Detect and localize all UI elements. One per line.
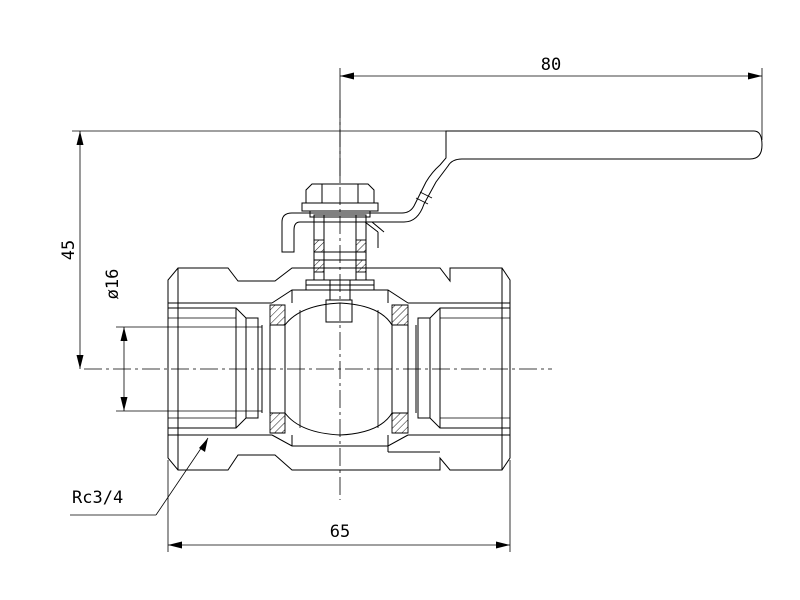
right-seat-bottom [391, 412, 409, 434]
dim-height: 45 [59, 240, 79, 260]
valve-body [167, 267, 511, 471]
packing-right-1 [355, 239, 367, 253]
packing-left-2 [313, 259, 325, 273]
right-seat-top [391, 304, 409, 326]
dim-body-length: 65 [330, 522, 350, 542]
handle-lever [281, 130, 763, 253]
left-seat-top [269, 304, 286, 326]
dimension-thread: Rc3/4 [70, 437, 209, 516]
stem-assembly [301, 183, 379, 301]
handle [281, 130, 763, 253]
center-lines [84, 100, 552, 500]
dimension-65: 65 [167, 460, 511, 552]
dim-handle-length: 80 [541, 55, 561, 75]
ball [284, 299, 393, 436]
dimension-45: 45 [59, 130, 446, 369]
dim-thread: Rc3/4 [72, 488, 123, 508]
dimension-80: 80 [339, 55, 763, 180]
valve-seats [261, 304, 417, 434]
packing-right-2 [355, 259, 367, 273]
packing-left-1 [313, 239, 325, 253]
left-seat-bottom [269, 412, 286, 434]
dim-bore: ø16 [103, 269, 123, 300]
dimension-bore: ø16 [103, 269, 262, 412]
